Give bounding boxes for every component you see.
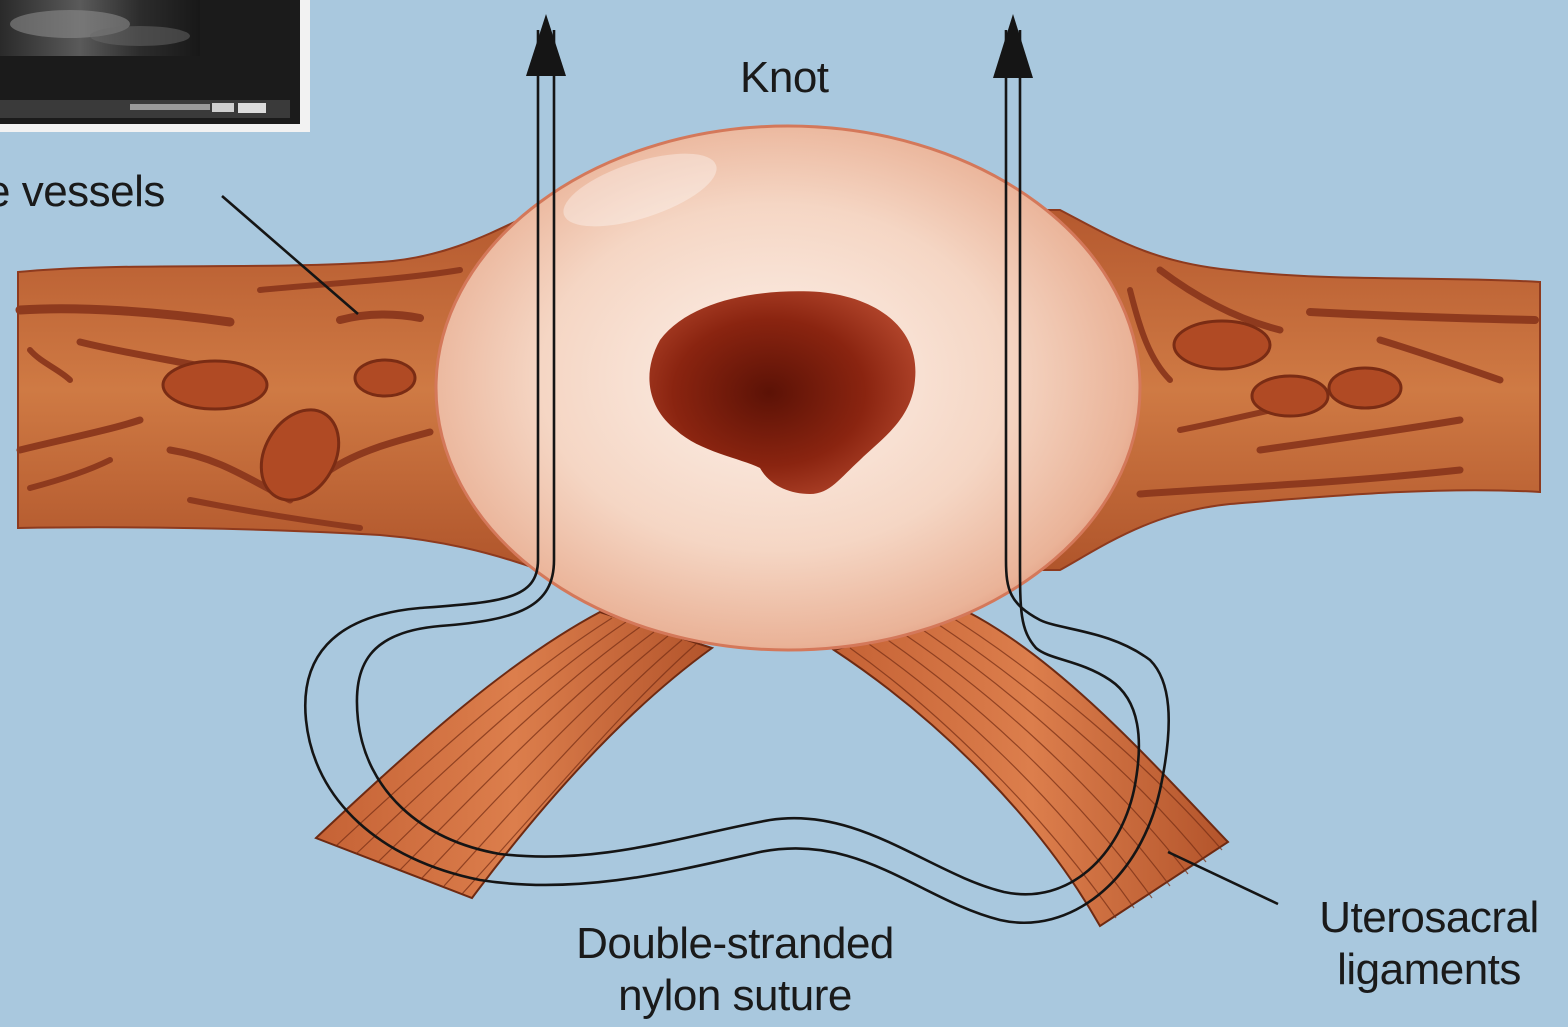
label-vessels: e vessels xyxy=(0,166,165,218)
label-knot: Knot xyxy=(740,52,829,104)
ultrasound-inset xyxy=(0,0,310,132)
label-uterosacral-ligaments: Uterosacral ligaments xyxy=(1290,892,1568,996)
label-ligaments-line-2: ligaments xyxy=(1290,944,1568,996)
label-ligaments-line-1: Uterosacral xyxy=(1290,892,1568,944)
label-suture-line-2: nylon suture xyxy=(520,970,950,1022)
label-suture-line-1: Double-stranded xyxy=(520,918,950,970)
label-double-stranded-nylon-suture: Double-stranded nylon suture xyxy=(520,918,950,1022)
cervix xyxy=(436,126,1140,650)
